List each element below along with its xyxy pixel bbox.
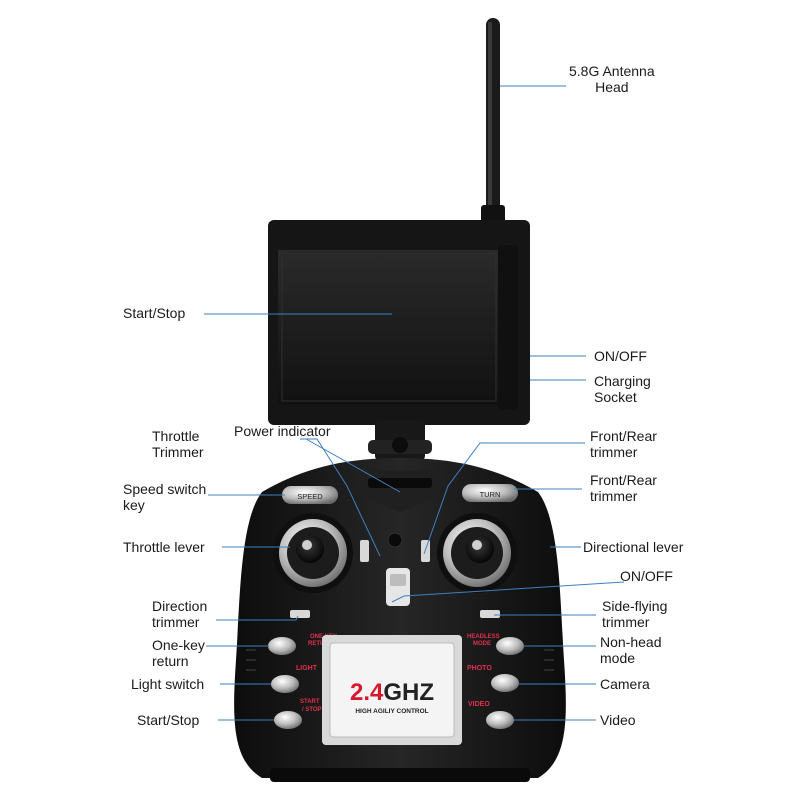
video-button[interactable]: VIDEO: [468, 701, 514, 729]
svg-text:TURN: TURN: [480, 490, 501, 499]
side-flying-trimmer[interactable]: [480, 610, 500, 618]
label-camera: Camera: [600, 676, 650, 692]
throttle-lever[interactable]: [273, 513, 353, 593]
svg-text:RETURN: RETURN: [308, 641, 333, 647]
svg-text:MODE: MODE: [473, 641, 491, 647]
label-start-stop-bottom: Start/Stop: [137, 712, 200, 728]
power-indicator: [387, 532, 403, 548]
direction-trimmer[interactable]: [290, 610, 310, 618]
speed-button[interactable]: SPEED: [282, 486, 338, 504]
label-on-off-top: ON/OFF: [594, 348, 647, 364]
label-on-off-bottom: ON/OFF: [620, 568, 673, 584]
antenna: [481, 18, 505, 225]
label-video: Video: [600, 712, 636, 728]
svg-text:LIGHT: LIGHT: [296, 665, 318, 672]
directional-lever[interactable]: [437, 513, 517, 593]
start-stop-button[interactable]: START / STOP: [274, 699, 322, 729]
svg-text:HEADLESS: HEADLESS: [467, 634, 500, 640]
power-switch[interactable]: [386, 568, 410, 606]
label-directional-lever: Directional lever: [583, 539, 684, 555]
label-screen-start-stop: Start/Stop: [123, 305, 186, 321]
svg-text:HIGH AGILIY CONTROL: HIGH AGILIY CONTROL: [355, 708, 428, 715]
svg-text:START: START: [300, 699, 320, 705]
leader-lines: [204, 85, 625, 721]
label-power-indicator: Power indicator: [234, 423, 331, 439]
throttle-trimmer[interactable]: [360, 540, 369, 562]
monitor-screen: [268, 220, 530, 425]
svg-text:SPEED: SPEED: [297, 492, 323, 501]
svg-text:PHOTO: PHOTO: [467, 665, 492, 672]
screen-mount: [368, 420, 432, 460]
svg-text:/ STOP: / STOP: [302, 707, 322, 713]
turn-button[interactable]: TURN: [462, 484, 518, 502]
svg-text:2.4GHZ: 2.4GHZ: [350, 679, 434, 706]
light-button[interactable]: LIGHT: [271, 665, 318, 693]
brand-panel: 2.4GHZ HIGH AGILIY CONTROL: [322, 635, 462, 745]
label-light-switch: Light switch: [131, 676, 205, 692]
svg-text:VIDEO: VIDEO: [468, 701, 490, 708]
headless-mode-button[interactable]: HEADLESS MODE: [467, 634, 524, 655]
label-throttle-lever: Throttle lever: [123, 539, 205, 555]
photo-button[interactable]: PHOTO: [467, 665, 519, 692]
